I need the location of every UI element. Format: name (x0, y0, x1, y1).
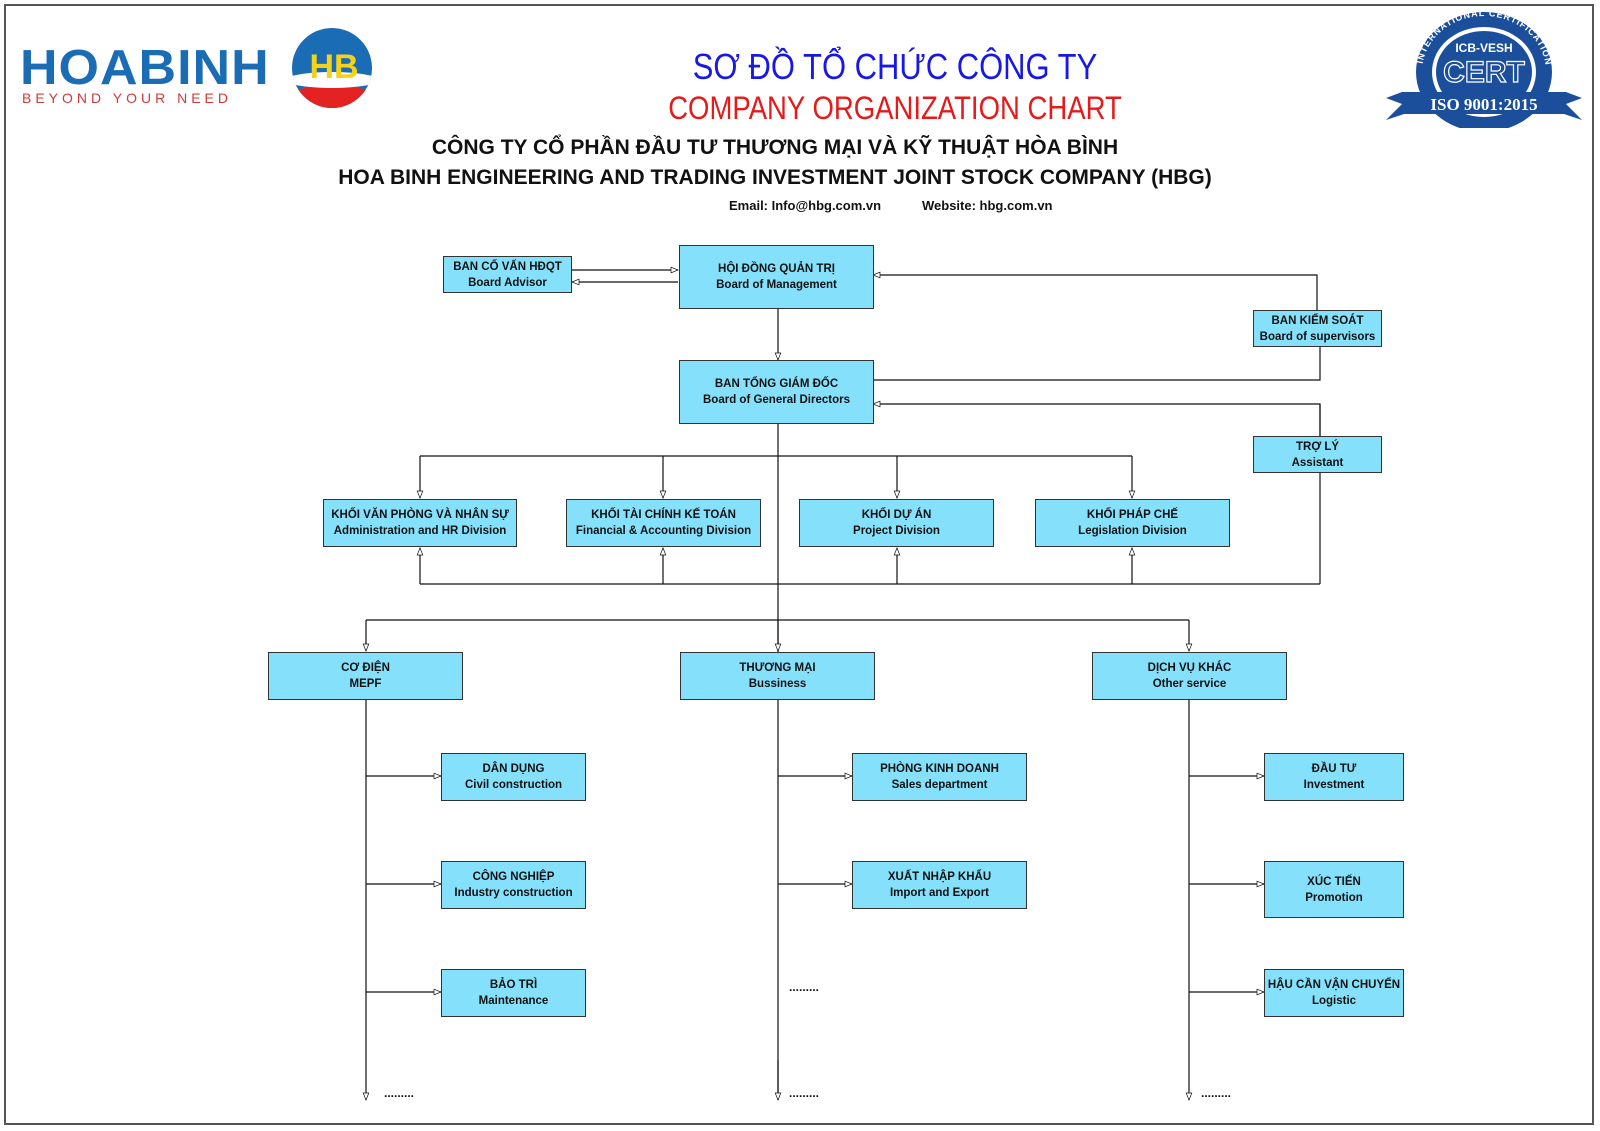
box-assistant: TRỢ LÝ Assistant (1253, 436, 1382, 473)
box-industry-construction: CÔNG NGHIỆP Industry construction (441, 861, 586, 909)
box-label-en: Bussiness (748, 678, 807, 690)
box-investment: ĐẦU TƯ Investment (1264, 753, 1404, 801)
box-label-en: Logistic (1311, 995, 1357, 1007)
box-board-advisor: BAN CỐ VẤN HĐQT Board Advisor (443, 256, 572, 293)
box-logistic: HẬU CẦN VẬN CHUYỂN Logistic (1264, 969, 1404, 1017)
iso-certification-seal: INTERNATIONAL CERTIFICATION BODY ICB-VES… (1384, 10, 1582, 128)
box-other-service: DỊCH VỤ KHÁC Other service (1092, 652, 1287, 700)
ellipsis-mepf-more: ......... (384, 1086, 415, 1100)
box-label-en: Board of supervisors (1259, 330, 1376, 343)
box-board-of-management: HỘI ĐỒNG QUẢN TRỊ Board of Management (679, 245, 874, 309)
box-mepf: CƠ ĐIỆN MEPF (268, 652, 463, 700)
box-label-vn: KHỐI PHÁP CHẾ (1086, 509, 1179, 521)
box-board-of-general-directors: BAN TỔNG GIÁM ĐỐC Board of General Direc… (679, 360, 874, 424)
box-admin-hr-division: KHỐI VĂN PHÒNG VÀ NHÂN SỰ Administration… (323, 499, 517, 547)
box-label-en: Investment (1303, 779, 1365, 791)
ellipsis-business-more: ......... (789, 980, 820, 994)
box-label-en: Assistant (1291, 456, 1344, 469)
box-label-en: Industry construction (454, 887, 573, 899)
box-project-division: KHỐI DỰ ÁN Project Division (799, 499, 994, 547)
hb-badge-icon: HB (292, 28, 372, 108)
box-label-vn: XÚC TIẾN (1307, 875, 1361, 888)
box-import-export: XUẤT NHẬP KHẨU Import and Export (852, 861, 1027, 909)
box-label-vn: HỘI ĐỒNG QUẢN TRỊ (718, 263, 835, 275)
page-frame (4, 4, 1594, 1125)
box-label-vn: BAN CỐ VẤN HĐQT (453, 260, 562, 273)
box-label-vn: KHỐI TÀI CHÍNH KẾ TOÁN (591, 509, 736, 521)
box-label-en: Administration and HR Division (333, 525, 507, 537)
box-label-vn: BẢO TRÌ (489, 979, 538, 991)
cert-iso-text: ISO 9001:2015 (1430, 95, 1537, 114)
box-label-vn: HẬU CẦN VẬN CHUYỂN (1267, 979, 1401, 991)
box-label-en: Project Division (853, 525, 940, 537)
box-label-en: Maintenance (478, 995, 549, 1007)
cert-org-text: ICB-VESH (1455, 41, 1512, 55)
cert-word-text: CERT (1443, 56, 1525, 89)
box-finance-division: KHỐI TÀI CHÍNH KẾ TOÁN Financial & Accou… (566, 499, 761, 547)
supervisors-to-management-arrow (872, 271, 1318, 310)
box-board-of-supervisors: BAN KIỂM SOÁT Board of supervisors (1253, 310, 1382, 347)
box-label-vn: BAN KIỂM SOÁT (1271, 314, 1364, 327)
box-label-en: Import and Export (889, 887, 990, 899)
box-label-en: Sales department (891, 779, 988, 791)
ellipsis-other-more: ......... (1201, 1086, 1232, 1100)
box-label-en: Promotion (1305, 891, 1363, 904)
box-label-vn: PHÒNG KINH DOANH (880, 763, 999, 775)
supervisors-to-directors-line (873, 347, 1321, 381)
contact-email: Email: Info@hbg.com.vn (729, 198, 882, 213)
box-label-en: Civil construction (464, 779, 563, 791)
box-business: THƯƠNG MẠI Bussiness (680, 652, 875, 700)
box-label-vn: TRỢ LÝ (1295, 440, 1340, 453)
box-label-vn: BAN TỔNG GIÁM ĐỐC (714, 378, 839, 390)
box-label-vn: THƯƠNG MẠI (739, 662, 816, 674)
assistant-to-directors-arrow (872, 400, 1321, 584)
box-label-vn: KHỐI DỰ ÁN (861, 509, 932, 521)
box-label-en: Board Advisor (468, 276, 547, 289)
hb-badge-text: HB (309, 48, 358, 86)
company-name-english: HOA BINH ENGINEERING AND TRADING INVESTM… (338, 166, 1212, 189)
box-label-en: Financial & Accounting Division (575, 525, 752, 537)
box-label-en: Other service (1152, 678, 1227, 690)
box-label-vn: DÂN DỤNG (482, 763, 545, 775)
title-english: COMPANY ORGANIZATION CHART (668, 90, 1122, 126)
logo-wordmark: HOABINH (20, 40, 270, 96)
box-label-vn: CƠ ĐIỆN (341, 662, 390, 674)
box-label-en: Board of Management (716, 279, 837, 291)
box-maintenance: BẢO TRÌ Maintenance (441, 969, 586, 1017)
logo-tagline: BEYOND YOUR NEED (22, 90, 232, 106)
contact-website: Website: hbg.com.vn (922, 198, 1053, 213)
box-sales-department: PHÒNG KINH DOANH Sales department (852, 753, 1027, 801)
box-civil-construction: DÂN DỤNG Civil construction (441, 753, 586, 801)
box-label-en: Legislation Division (1078, 525, 1187, 537)
box-label-vn: DỊCH VỤ KHÁC (1147, 662, 1232, 674)
title-vietnamese: SƠ ĐỒ TỔ CHỨC CÔNG TY (692, 46, 1098, 87)
ellipsis-business-end: ......... (789, 1086, 820, 1100)
box-label-vn: KHỐI VĂN PHÒNG VÀ NHÂN SỰ (331, 509, 509, 521)
box-label-vn: CÔNG NGHIỆP (472, 871, 555, 883)
box-legislation-division: KHỐI PHÁP CHẾ Legislation Division (1035, 499, 1230, 547)
box-label-en: Board of General Directors (703, 394, 850, 406)
company-name-vietnamese: CÔNG TY CỔ PHẦN ĐẦU TƯ THƯƠNG MẠI VÀ KỸ … (431, 136, 1119, 159)
hoabinh-logo: HOABINH BEYOND YOUR NEED HB (18, 26, 378, 116)
box-label-vn: ĐẦU TƯ (1311, 763, 1357, 775)
box-label-vn: XUẤT NHẬP KHẨU (887, 871, 992, 883)
box-label-en: MEPF (349, 678, 382, 690)
box-promotion: XÚC TIẾN Promotion (1264, 861, 1404, 918)
